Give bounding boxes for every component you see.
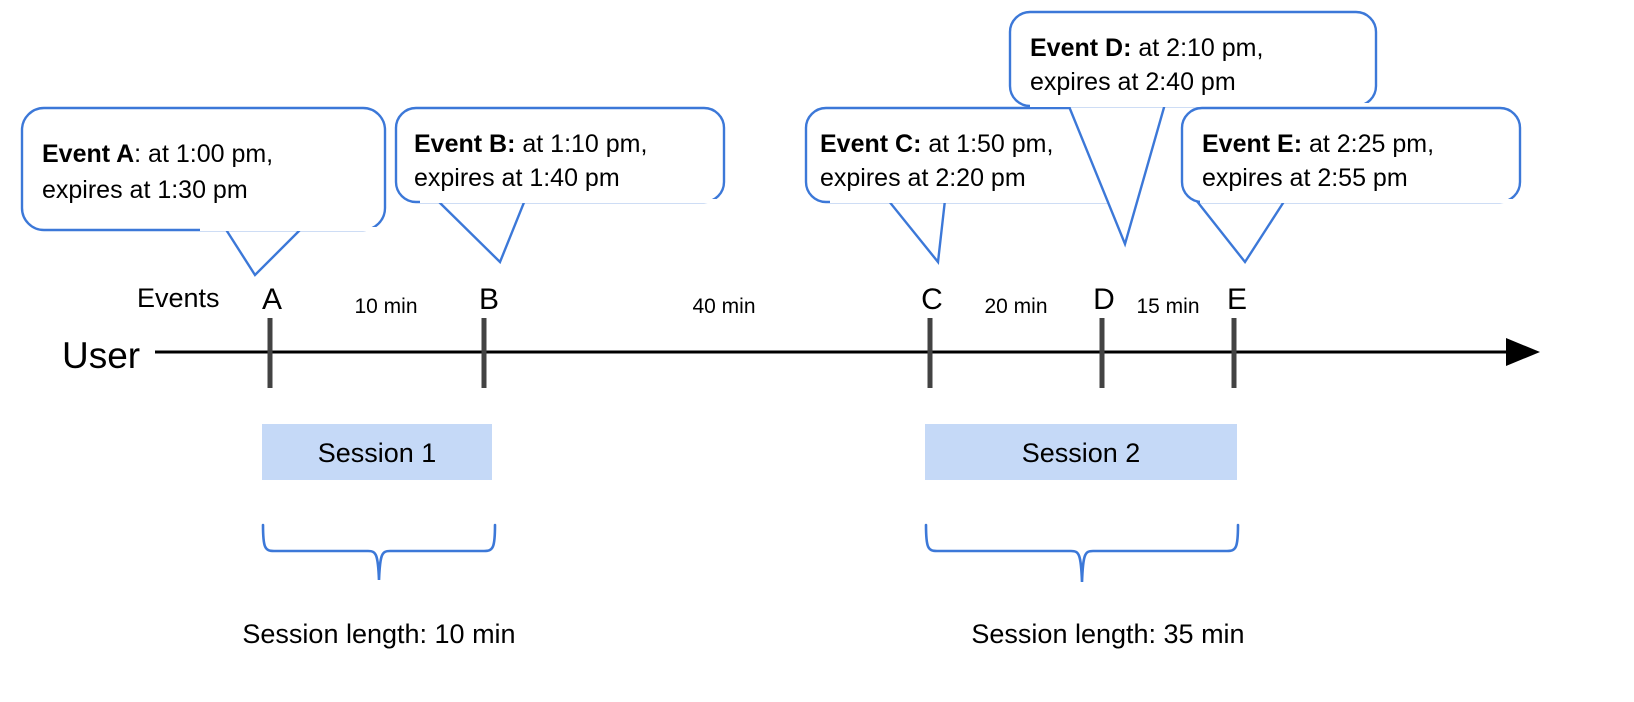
event-letter-b: B: [479, 283, 499, 316]
callout-c-title: Event C: [820, 130, 913, 158]
callout-tail-b: [434, 198, 527, 265]
session-2-length-label: Session length: 35 min: [971, 619, 1244, 649]
callout-e-line2: expires at 2:55 pm: [1202, 164, 1408, 192]
callout-b-rest: at 1:10 pm,: [515, 130, 647, 158]
session-1-group[interactable]: Session 1: [262, 424, 492, 480]
callout-d-line1: Event D: at 2:10 pm,: [1030, 34, 1263, 62]
callout-c-line2: expires at 2:20 pm: [820, 164, 1026, 192]
event-letter-c: C: [921, 283, 943, 316]
session-1-rect: [262, 424, 492, 480]
gap-label-b-to-c: 40 min: [692, 295, 755, 318]
brace-session-2: [924, 523, 1240, 583]
callout-e-title: Event E: [1202, 130, 1294, 158]
callout-tail-c: [885, 198, 947, 265]
callout-c-line1: Event C: at 1:50 pm,: [820, 130, 1053, 158]
callout-a-rest: at 1:00 pm,: [141, 140, 273, 168]
session-2-label: Session 2: [1022, 438, 1141, 468]
event-letter-e: E: [1227, 283, 1247, 316]
session-2-group[interactable]: Session 2: [925, 424, 1237, 480]
callout-tail-e: [1193, 198, 1288, 265]
callout-e-rest: at 2:25 pm,: [1302, 130, 1434, 158]
callout-d-sep: :: [1123, 34, 1131, 62]
callout-event-d[interactable]: Event D: at 2:10 pm, expires at 2:40 pm: [1008, 10, 1378, 248]
callout-e-line1: Event E: at 2:25 pm,: [1202, 130, 1434, 158]
gap-label-d-to-e: 15 min: [1136, 295, 1199, 318]
user-label: User: [62, 335, 140, 376]
callout-a-line1: Event A: at 1:00 pm,: [42, 140, 273, 168]
session-1-length-label: Session length: 10 min: [242, 619, 515, 649]
callout-event-a[interactable]: Event A: at 1:00 pm, expires at 1:30 pm: [20, 106, 387, 277]
callout-b-title: Event B: [414, 130, 507, 158]
callout-b-line2: expires at 1:40 pm: [414, 164, 620, 192]
gap-label-a-to-b: 10 min: [354, 295, 417, 318]
events-label: Events: [137, 283, 220, 313]
gap-label-c-to-d: 20 min: [984, 295, 1047, 318]
event-letter-a: A: [262, 283, 282, 316]
callout-d-line2: expires at 2:40 pm: [1030, 68, 1236, 96]
brace-session-1: [261, 523, 497, 581]
callout-a-sep: :: [134, 140, 141, 168]
session-2-rect: [925, 424, 1237, 480]
callout-event-c[interactable]: Event C: at 1:50 pm, expires at 2:20 pm: [804, 106, 1136, 265]
callout-box-a: [20, 106, 387, 232]
callout-d-title: Event D: [1030, 34, 1123, 62]
callout-d-rest: at 2:10 pm,: [1131, 34, 1263, 62]
callout-c-sep: :: [913, 130, 921, 158]
callout-b-sep: :: [507, 130, 515, 158]
timeline-arrowhead: [1506, 338, 1540, 366]
callout-c-rest: at 1:50 pm,: [921, 130, 1053, 158]
callout-event-e[interactable]: Event E: at 2:25 pm, expires at 2:55 pm: [1180, 106, 1522, 265]
callout-a-title: Event A: [42, 140, 134, 168]
callout-b-line1: Event B: at 1:10 pm,: [414, 130, 647, 158]
session-1-label: Session 1: [318, 438, 437, 468]
callout-e-sep: :: [1294, 130, 1302, 158]
callout-event-b[interactable]: Event B: at 1:10 pm, expires at 1:40 pm: [394, 106, 726, 265]
callout-a-line2: expires at 1:30 pm: [42, 176, 248, 204]
event-letter-d: D: [1093, 283, 1115, 316]
